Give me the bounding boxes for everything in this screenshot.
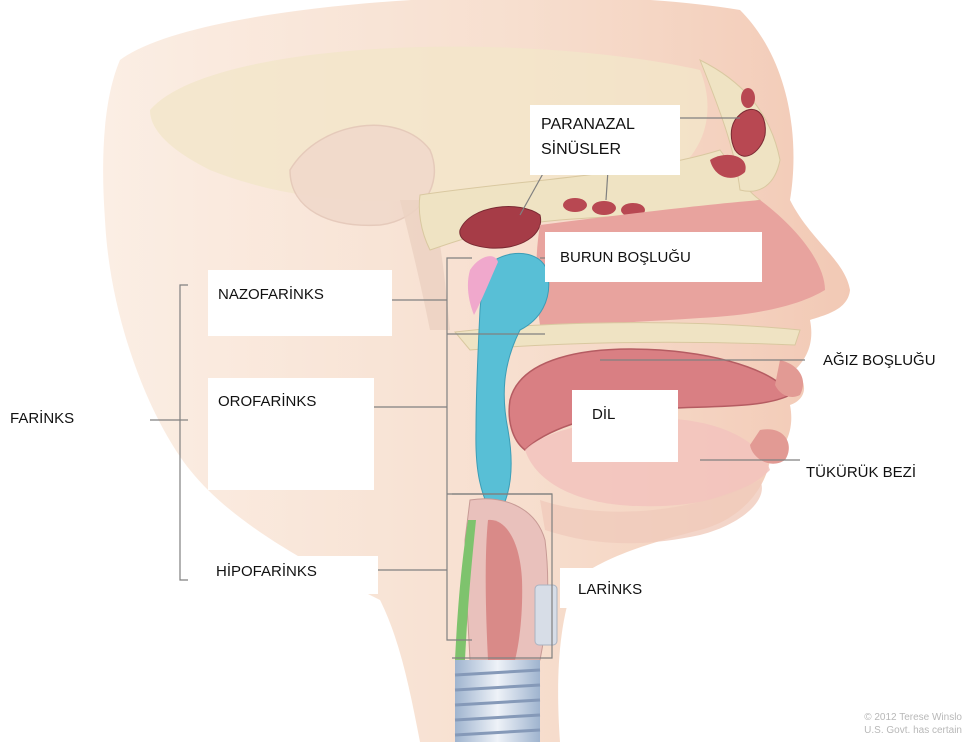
- thyroid-cartilage: [535, 585, 557, 645]
- farinks-label: FARİNKS: [10, 408, 74, 430]
- copyright-line2: U.S. Govt. has certain: [864, 725, 962, 737]
- burun-label: BURUN BOŞLUĞU: [560, 247, 691, 269]
- copyright-line1: © 2012 Terese Winslo: [864, 712, 962, 724]
- nazofarinks-label: NAZOFARİNKS: [218, 284, 324, 306]
- frontal-sinus-small: [741, 88, 755, 108]
- larinks-label: LARİNKS: [578, 579, 642, 601]
- orofarinks-label: OROFARİNKS: [218, 391, 316, 413]
- agiz-label: AĞIZ BOŞLUĞU: [823, 350, 936, 372]
- sinus-cell: [592, 201, 616, 215]
- sinus-cell: [563, 198, 587, 212]
- paranazal-label-line1: PARANAZAL: [541, 114, 635, 136]
- tukuruk-label: TÜKÜRÜK BEZİ: [806, 462, 916, 484]
- dil-label-box: [572, 390, 678, 462]
- dil-label: DİL: [592, 404, 615, 426]
- hipofarinks-label: HİPOFARİNKS: [216, 561, 317, 583]
- paranazal-label-line2: SİNÜSLER: [541, 139, 621, 161]
